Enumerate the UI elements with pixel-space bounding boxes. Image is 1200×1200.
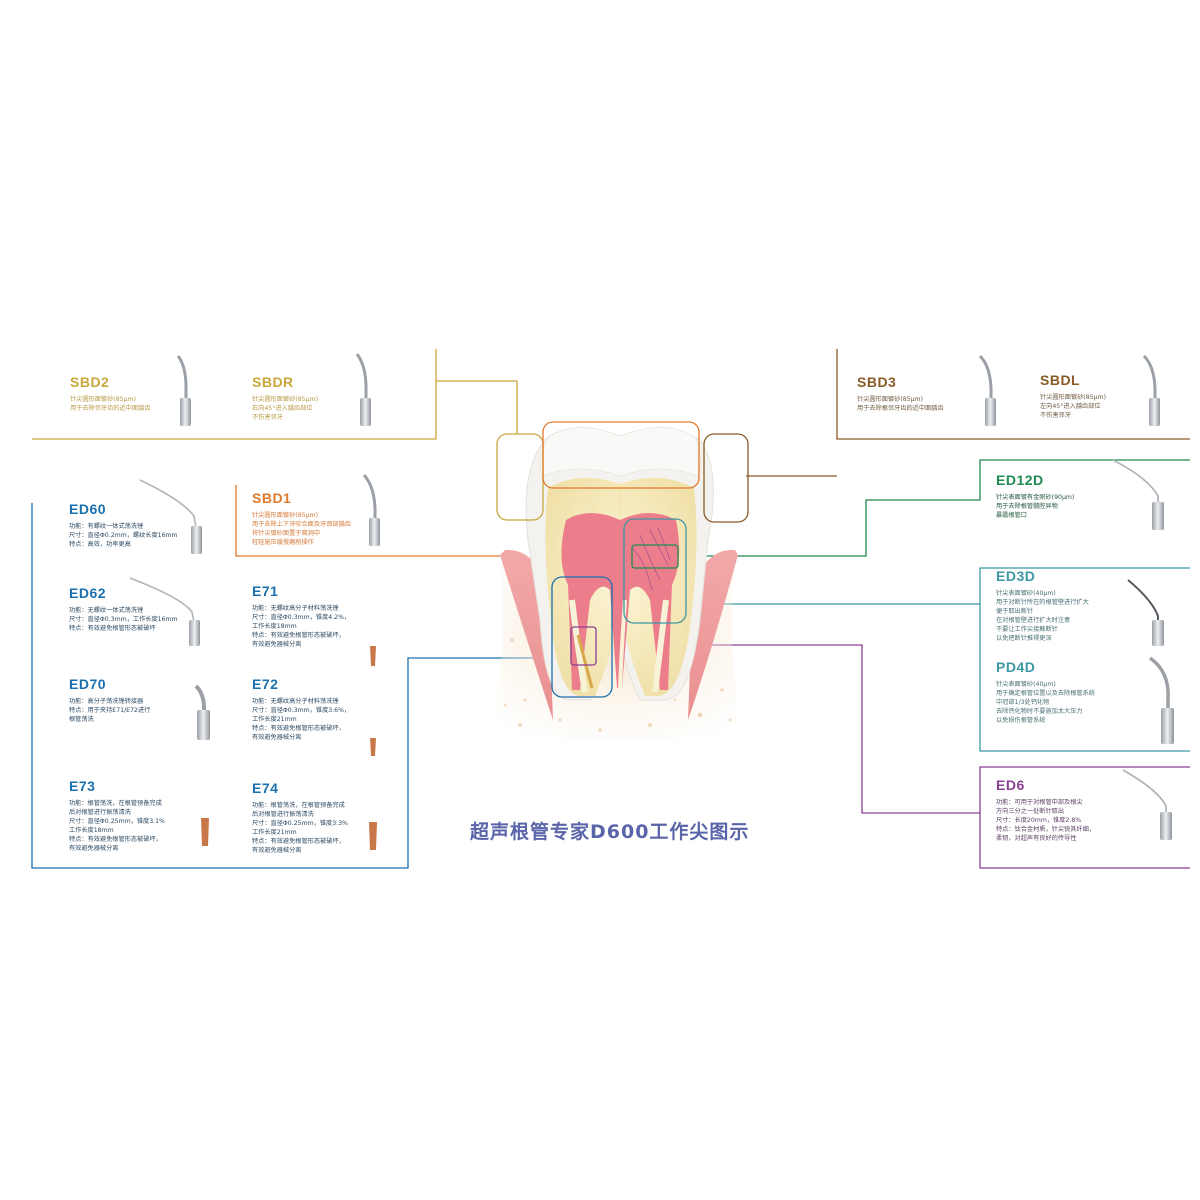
connector-purple-link	[630, 644, 980, 814]
tip-description: 功能：根管荡洗，在根管预备完成 后对根管进行振荡清洗尺寸：直径Φ0.25mm，锥…	[69, 800, 165, 852]
connector-teal	[979, 567, 1190, 752]
tip-ed12d: ED12D 针尖表面镀有金刚砂(90μm)用于去除根管髓腔异物暴露根管口	[996, 472, 1074, 520]
tip-image-pd4d	[1148, 656, 1174, 744]
tip-sbdl: SBDL 针尖圆形面镀砂(85μm)左向45°进入龋齿部位不伤害邻牙	[1040, 372, 1106, 420]
tip-name: ED6	[996, 777, 1025, 793]
tip-image-sbdl	[1142, 354, 1160, 426]
frame-ed3d	[623, 518, 687, 624]
tip-name: PD4D	[996, 659, 1036, 675]
tip-description: 功能：可用于对根管中部及根尖 方向三分之一处断针取出尺寸：长度20mm，锥度2.…	[996, 799, 1095, 842]
tip-e74: E74 功能：根管荡洗，在根管预备完成 后对根管进行振荡清洗尺寸：直径Φ0.25…	[252, 780, 348, 855]
tip-image-e72	[370, 672, 376, 756]
tip-description: 针尖表面镀有金刚砂(90μm)用于去除根管髓腔异物暴露根管口	[996, 494, 1075, 519]
frame-ed12d	[631, 544, 679, 569]
tip-image-sbd3	[978, 354, 996, 426]
page-title: 超声根管专家D600工作尖图示	[470, 821, 750, 843]
tip-image-ed3d	[1127, 579, 1164, 646]
tip-ed3d: ED3D 针尖表面镀砂(40μm)用于对断针所在的根管壁进行扩大便于取出断针在对…	[996, 568, 1089, 643]
tip-image-ed12d	[1112, 459, 1164, 530]
tip-name: E72	[252, 676, 279, 692]
tip-name: E71	[252, 583, 279, 599]
tip-description: 功能：根管荡洗，在根管预备完成 后对根管进行振荡清洗尺寸：直径Φ0.25mm，锥…	[252, 802, 348, 854]
tip-image-ed6	[1122, 769, 1172, 840]
tip-name: ED60	[69, 501, 107, 517]
tip-image-ed70	[194, 684, 210, 740]
tip-description: 针尖圆形面镀砂(85μm)用于去除根邻牙齿的近中面龋齿	[857, 396, 944, 412]
tip-description: 针尖表面镀砂(40μm)用于确定根管位置以及去除根管系统中冠部1/3处钙化物去除…	[996, 681, 1095, 724]
connector-orange	[235, 485, 500, 557]
tip-description: 功能：无螺纹高分子材料荡洗锉尺寸：直径Φ0.3mm，锥度3.6%， 工作长度21…	[252, 698, 351, 741]
tooth-pulp	[561, 513, 680, 690]
tip-image-sbd2	[176, 355, 191, 426]
tip-name: SBD1	[252, 490, 292, 506]
tip-e73: E73 功能：根管荡洗，在根管预备完成 后对根管进行振荡清洗尺寸：直径Φ0.25…	[69, 778, 165, 853]
canal-file	[576, 634, 594, 689]
tip-image-ed62	[129, 577, 200, 646]
root-canal-right	[652, 599, 669, 693]
connector-gold-link	[436, 380, 518, 434]
tip-description: 针尖圆形面镀砂(85μm)左向45°进入龋齿部位不伤害邻牙	[1040, 394, 1106, 419]
tip-name: E74	[252, 780, 279, 796]
root-canal-left	[569, 599, 588, 693]
connector-brown	[836, 349, 1190, 440]
frame-canal	[570, 626, 597, 666]
tip-name: ED3D	[996, 568, 1036, 584]
connector-gold	[32, 349, 437, 440]
tip-name: E73	[69, 778, 96, 794]
tip-e72: E72 功能：无螺纹高分子材料荡洗锉尺寸：直径Φ0.3mm，锥度3.6%， 工作…	[252, 676, 350, 742]
tip-image-sbdr	[355, 353, 371, 426]
tip-pd4d: PD4D 针尖表面镀砂(40μm)用于确定根管位置以及去除根管系统中冠部1/3处…	[996, 659, 1095, 725]
tip-description: 针尖圆形面镀砂(85μm)用于去除邻牙齿的近中面龋齿	[70, 396, 151, 412]
tip-description: 功能：无螺纹高分子材料荡洗锉尺寸：直径Φ0.3mm，锥度4.2%， 工作长度18…	[252, 605, 351, 648]
tip-ed6: ED6 功能：可用于对根管中部及根尖 方向三分之一处断针取出尺寸：长度20mm，…	[996, 777, 1095, 843]
tip-name: SBDL	[1040, 372, 1081, 388]
frame-sbd3	[703, 433, 749, 523]
connector-purple	[979, 766, 1190, 869]
tip-sbd1: SBD1 针尖圆形面镀砂(85μm)用于去除上下牙咬合面及牙颈部龋齿将针尖镀砂面…	[252, 490, 351, 547]
tip-description: 针尖圆形面镀砂(85μm)用于去除上下牙咬合面及牙颈部龋齿将针尖镀砂面置于窝洞中…	[252, 512, 351, 546]
tip-sbdr: SBDR 针尖圆形面镀砂(85μm)右向45°进入龋齿部位不伤害邻牙	[252, 374, 318, 422]
tip-sbd2: SBD2 针尖圆形面镀砂(85μm)用于去除邻牙齿的近中面龋齿	[70, 374, 150, 413]
tip-ed70: ED70 功能：高分子荡洗锉转接器特点：用于夹持E71/E72进行 根管荡洗	[69, 676, 150, 724]
tip-name: ED70	[69, 676, 107, 692]
tip-sbd3: SBD3 针尖圆形面镀砂(85μm)用于去除根邻牙齿的近中面龋齿	[857, 374, 944, 413]
tip-description: 针尖表面镀砂(40μm)用于对断针所在的根管壁进行扩大便于取出断针在对根管壁进行…	[996, 590, 1089, 642]
frame-ed-group	[551, 576, 613, 698]
tip-description: 针尖圆形面镀砂(85μm)右向45°进入龋齿部位不伤害邻牙	[252, 396, 318, 421]
tip-name: SBD2	[70, 374, 110, 390]
tip-image-e73	[201, 770, 209, 846]
tip-name: SBDR	[252, 374, 294, 390]
tip-image-e71	[370, 582, 376, 666]
tip-e71: E71 功能：无螺纹高分子材料荡洗锉尺寸：直径Φ0.3mm，锥度4.2%， 工作…	[252, 583, 350, 649]
tip-image-e74	[369, 773, 377, 850]
tip-description: 功能：高分子荡洗锉转接器特点：用于夹持E71/E72进行 根管荡洗	[69, 698, 151, 723]
tip-name: ED12D	[996, 472, 1044, 488]
connector-green	[672, 459, 1190, 557]
connector-blue	[31, 503, 560, 869]
tip-image-sbd1	[362, 473, 380, 546]
frame-sbd1	[542, 421, 700, 489]
tip-name: SBD3	[857, 374, 897, 390]
tip-image-ed60	[139, 479, 202, 554]
tip-name: ED62	[69, 585, 107, 601]
